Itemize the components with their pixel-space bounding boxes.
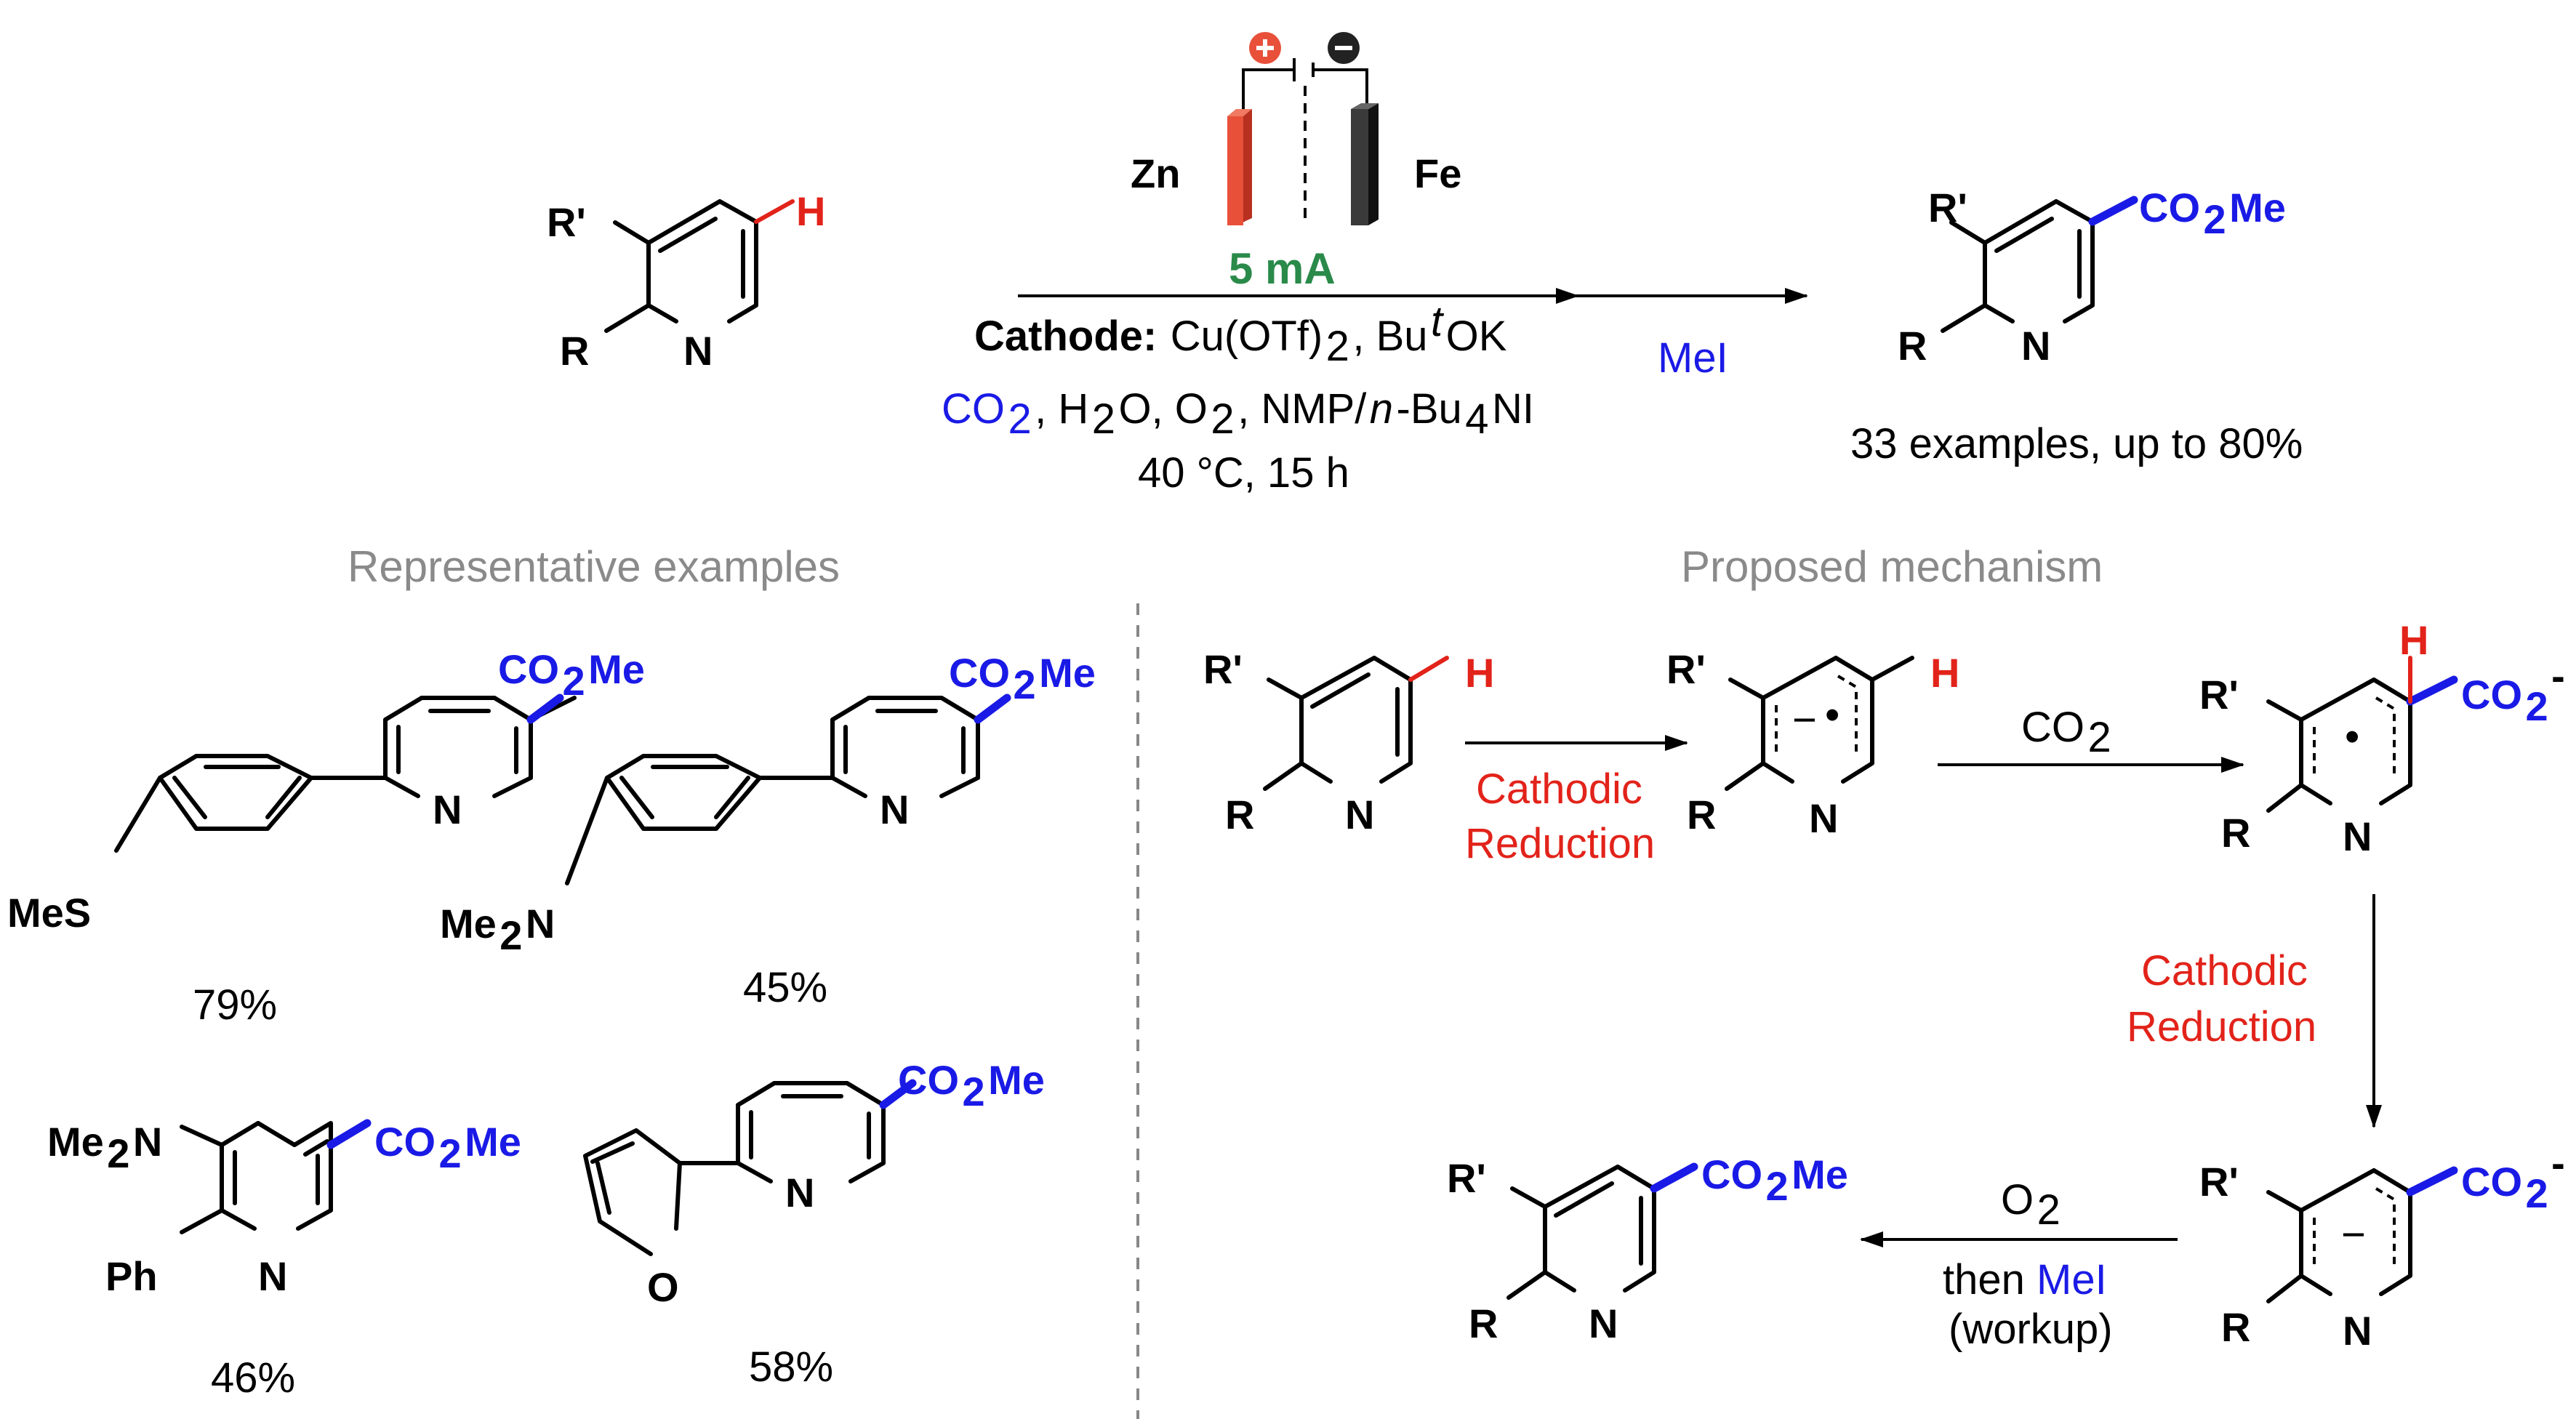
- reactive-hydrogen-label: H: [796, 188, 825, 234]
- temperature-time-label: 40 °C, 15 h: [1138, 449, 1349, 497]
- example-4-nitrogen-label: N: [785, 1170, 814, 1215]
- second-step-reagent: MeI: [1658, 334, 1728, 382]
- product-nitrogen-label: N: [2021, 323, 2050, 369]
- mech-step4-o2: O 2: [2001, 1176, 2061, 1234]
- mech-start-r: R: [1225, 792, 1254, 837]
- r-label: R: [560, 328, 589, 374]
- zinc-anode-icon: [1227, 116, 1243, 225]
- proposed-mechanism-title: Proposed mechanism: [1681, 542, 2103, 591]
- example-4-ester-label: CO 2 Me: [898, 1057, 1045, 1114]
- mech-start-nitrogen: N: [1345, 792, 1374, 837]
- mech-step3-label-a: Cathodic: [2141, 947, 2308, 994]
- product-molecule: R' R N CO 2 Me 33 examples, up to 80%: [1850, 185, 2303, 467]
- example-1-molecule: MeS N CO 2 Me 79%: [7, 646, 645, 1029]
- mech-final-ester: CO 2 Me: [1701, 1151, 1848, 1209]
- example-2-yield: 45%: [743, 964, 827, 1011]
- example-4-oxygen-label: O: [647, 1264, 679, 1310]
- example-2-dimethylamino-label: Me 2 N: [440, 901, 555, 958]
- example-2-ester-label: CO 2 Me: [949, 650, 1096, 707]
- mech-final-r-prime: R': [1447, 1155, 1486, 1201]
- anode-label: Zn: [1131, 150, 1180, 196]
- mech-dianion-charge: −: [2341, 1211, 2366, 1258]
- mech-start-r-prime: R': [1203, 646, 1243, 692]
- example-3-ester-label: CO 2 Me: [374, 1119, 521, 1176]
- mechanism-final-product: R' R N CO 2 Me: [1447, 1151, 1848, 1346]
- mech-anion-hydrogen: H: [1930, 650, 1959, 696]
- example-2-nitrogen-label: N: [880, 787, 909, 832]
- cathode-metal-label: Fe: [1414, 150, 1461, 196]
- example-4-molecule: N O CO 2 Me 58%: [583, 1057, 1045, 1391]
- example-1-mes-label: MeS: [7, 890, 91, 936]
- example-1-yield: 79%: [193, 981, 277, 1029]
- electrolysis-cell: Zn Fe: [1131, 32, 1461, 225]
- nitrogen-label: N: [683, 328, 713, 374]
- example-2-molecule: Me 2 N N CO 2 Me 45%: [440, 650, 1096, 1011]
- mech-final-nitrogen: N: [1589, 1301, 1618, 1346]
- mech-anion-r: R: [1687, 792, 1716, 837]
- mech-anion-r-prime: R': [1666, 646, 1706, 692]
- representative-examples-title: Representative examples: [348, 542, 840, 591]
- mech-step4-then-mei: then MeI: [1943, 1256, 2107, 1303]
- reagents-line: CO 2 , H 2 O, O 2 , NMP/ n -Bu 4 NI: [942, 385, 1534, 443]
- mechanism-dianion: R' R N − CO 2 -: [2199, 1140, 2565, 1354]
- mechanism-pyridine-start: R' R N H: [1203, 646, 1494, 837]
- current-label: 5 mA: [1229, 244, 1336, 293]
- mech-carb-nitrogen: N: [2343, 813, 2372, 859]
- scope-summary: 33 examples, up to 80%: [1850, 420, 2303, 467]
- reaction-conditions: 5 mA Cathode: Cu(OTf) 2 , Bu t OK CO 2 ,…: [942, 244, 1728, 497]
- product-r-label: R: [1898, 323, 1927, 369]
- mech-carb-carboxylate: CO 2 -: [2461, 653, 2565, 729]
- mech-step3-label-b: Reduction: [2127, 1003, 2316, 1050]
- product-r-prime-label: R': [1928, 185, 1967, 230]
- r-prime-label: R': [547, 199, 586, 245]
- mech-radical-dot: •: [1825, 691, 1839, 739]
- mech-dianion-r: R: [2221, 1304, 2250, 1350]
- mech-step1-label-a: Cathodic: [1476, 765, 1642, 813]
- product-ester-label: CO 2 Me: [2139, 185, 2286, 242]
- mech-anion-nitrogen: N: [1809, 795, 1838, 841]
- example-1-ester-label: CO 2 Me: [498, 646, 645, 704]
- cathode-conditions-line: Cathode: Cu(OTf) 2 , Bu t OK: [974, 298, 1507, 370]
- mech-anion-charge: −: [1792, 696, 1817, 744]
- mech-carb-hydrogen: H: [2399, 617, 2428, 663]
- mech-step4-workup: (workup): [1949, 1306, 2113, 1353]
- mech-dianion-r-prime: R': [2199, 1159, 2239, 1205]
- mech-carb-r-prime: R': [2199, 672, 2239, 717]
- example-1-nitrogen-label: N: [433, 787, 462, 832]
- example-3-molecule: Me 2 N Ph N CO 2 Me 46%: [47, 1119, 521, 1402]
- example-3-nitrogen-label: N: [258, 1253, 287, 1299]
- example-3-phenyl-label: Ph: [105, 1253, 158, 1299]
- substrate-molecule: R' R N H: [547, 188, 825, 374]
- mech-final-r: R: [1469, 1301, 1498, 1346]
- mech-carb-r: R: [2221, 810, 2250, 856]
- example-3-dimethylamino-label: Me 2 N: [47, 1119, 162, 1176]
- mech-step2-label: CO 2: [2021, 704, 2111, 761]
- mech-start-hydrogen: H: [1465, 650, 1494, 696]
- example-3-yield: 46%: [211, 1354, 295, 1402]
- example-4-yield: 58%: [749, 1343, 833, 1391]
- mechanism-radical-anion: R' R N H − •: [1666, 646, 1959, 841]
- mech-carb-radical-dot: •: [2345, 713, 2359, 760]
- mech-dianion-nitrogen: N: [2343, 1308, 2372, 1354]
- mech-step1-label-b: Reduction: [1465, 820, 1655, 867]
- iron-cathode-icon: [1351, 109, 1368, 225]
- mech-dianion-carboxylate: CO 2 -: [2461, 1140, 2565, 1216]
- mechanism-carboxylate-radical: R' R N H • CO 2 -: [2199, 617, 2565, 859]
